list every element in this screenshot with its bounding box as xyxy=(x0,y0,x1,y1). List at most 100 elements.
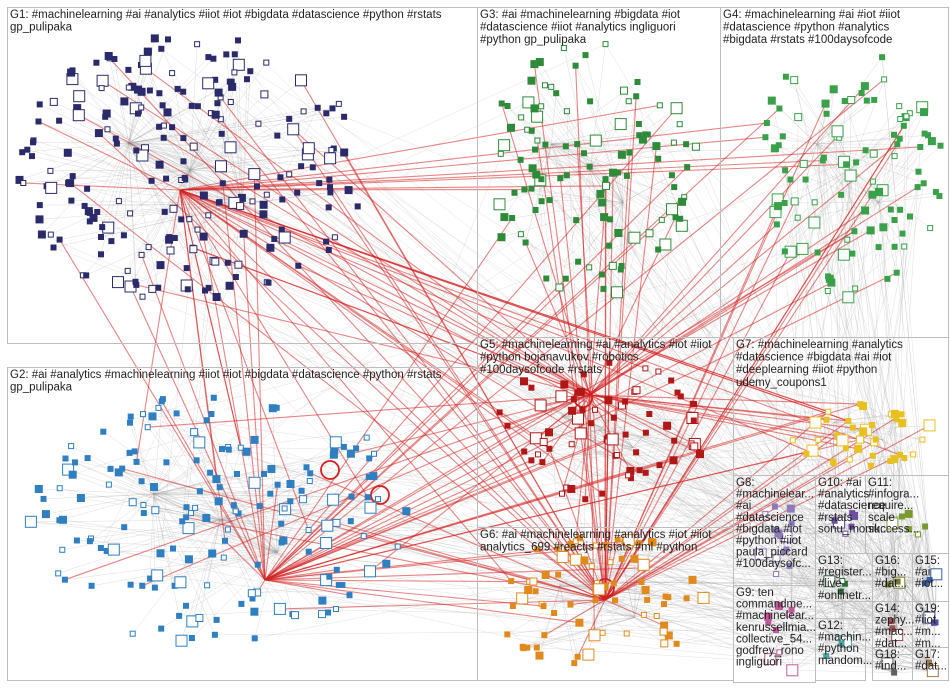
node[interactable] xyxy=(193,457,200,464)
node[interactable] xyxy=(794,113,803,122)
node[interactable] xyxy=(267,490,274,497)
node[interactable] xyxy=(638,579,645,585)
node[interactable] xyxy=(278,231,291,244)
node[interactable] xyxy=(81,202,88,209)
node[interactable] xyxy=(888,618,895,624)
node[interactable] xyxy=(614,229,623,237)
node[interactable] xyxy=(788,520,795,527)
node[interactable] xyxy=(674,389,681,396)
node[interactable] xyxy=(581,150,587,157)
node[interactable] xyxy=(535,451,541,458)
node[interactable] xyxy=(325,204,332,211)
node[interactable] xyxy=(569,553,582,566)
node[interactable] xyxy=(126,449,133,456)
node[interactable] xyxy=(83,272,90,279)
node[interactable] xyxy=(382,559,391,568)
node[interactable] xyxy=(600,213,609,222)
node[interactable] xyxy=(588,629,601,642)
node[interactable] xyxy=(132,278,139,285)
node[interactable] xyxy=(890,409,899,418)
node[interactable] xyxy=(99,224,106,231)
node[interactable] xyxy=(835,634,842,641)
node[interactable] xyxy=(867,462,874,469)
node[interactable] xyxy=(545,428,553,437)
node[interactable] xyxy=(662,593,669,600)
node[interactable] xyxy=(560,45,567,51)
node[interactable] xyxy=(314,104,321,111)
node[interactable] xyxy=(144,424,151,431)
node[interactable] xyxy=(36,202,43,209)
node[interactable] xyxy=(524,586,533,594)
node[interactable] xyxy=(786,664,799,677)
node[interactable] xyxy=(504,631,511,638)
node[interactable] xyxy=(609,168,618,177)
node[interactable] xyxy=(606,433,619,446)
node[interactable] xyxy=(329,436,342,449)
node[interactable] xyxy=(250,435,259,444)
node[interactable] xyxy=(669,456,678,465)
node[interactable] xyxy=(691,142,700,151)
node[interactable] xyxy=(184,555,193,564)
node[interactable] xyxy=(346,592,353,599)
node[interactable] xyxy=(574,653,581,660)
node[interactable] xyxy=(112,135,119,142)
node[interactable] xyxy=(596,189,605,198)
node[interactable] xyxy=(329,105,336,112)
node[interactable] xyxy=(169,124,176,131)
node[interactable] xyxy=(843,161,850,168)
node[interactable] xyxy=(555,571,562,578)
node[interactable] xyxy=(559,490,565,497)
node[interactable] xyxy=(76,494,85,502)
node[interactable] xyxy=(135,110,141,117)
node[interactable] xyxy=(146,87,153,94)
node[interactable] xyxy=(371,450,377,457)
node[interactable] xyxy=(96,74,109,87)
node[interactable] xyxy=(139,582,146,589)
node[interactable] xyxy=(614,118,627,131)
node[interactable] xyxy=(786,504,795,513)
node[interactable] xyxy=(24,515,37,528)
node[interactable] xyxy=(588,420,595,427)
node[interactable] xyxy=(543,275,550,282)
node[interactable] xyxy=(497,233,506,242)
node[interactable] xyxy=(678,197,687,206)
node[interactable] xyxy=(622,398,628,405)
node[interactable] xyxy=(823,653,830,660)
node[interactable] xyxy=(72,109,85,122)
node[interactable] xyxy=(557,175,564,182)
node[interactable] xyxy=(138,251,145,258)
node[interactable] xyxy=(287,123,300,136)
node[interactable] xyxy=(183,504,190,511)
node[interactable] xyxy=(325,609,331,616)
node[interactable] xyxy=(242,447,251,456)
node[interactable] xyxy=(188,510,194,517)
node[interactable] xyxy=(148,284,157,293)
node[interactable] xyxy=(623,630,630,637)
node[interactable] xyxy=(137,87,146,96)
node[interactable] xyxy=(642,469,649,476)
node[interactable] xyxy=(180,158,187,165)
node[interactable] xyxy=(37,230,46,239)
node[interactable] xyxy=(894,141,901,148)
node[interactable] xyxy=(907,213,913,220)
node[interactable] xyxy=(782,167,789,174)
node[interactable] xyxy=(69,173,76,180)
node[interactable] xyxy=(294,189,301,196)
node[interactable] xyxy=(823,575,836,588)
node[interactable] xyxy=(582,496,589,503)
node[interactable] xyxy=(926,659,933,666)
node[interactable] xyxy=(890,455,899,464)
node[interactable] xyxy=(346,449,355,458)
node[interactable] xyxy=(819,157,826,164)
node[interactable] xyxy=(683,141,690,148)
node[interactable] xyxy=(927,225,934,232)
node[interactable] xyxy=(215,160,227,173)
node[interactable] xyxy=(574,389,581,396)
node[interactable] xyxy=(697,591,710,604)
node[interactable] xyxy=(541,632,548,639)
node[interactable] xyxy=(327,493,340,506)
node[interactable] xyxy=(171,235,178,241)
node[interactable] xyxy=(195,614,204,622)
node[interactable] xyxy=(872,436,879,443)
node[interactable] xyxy=(183,514,190,521)
